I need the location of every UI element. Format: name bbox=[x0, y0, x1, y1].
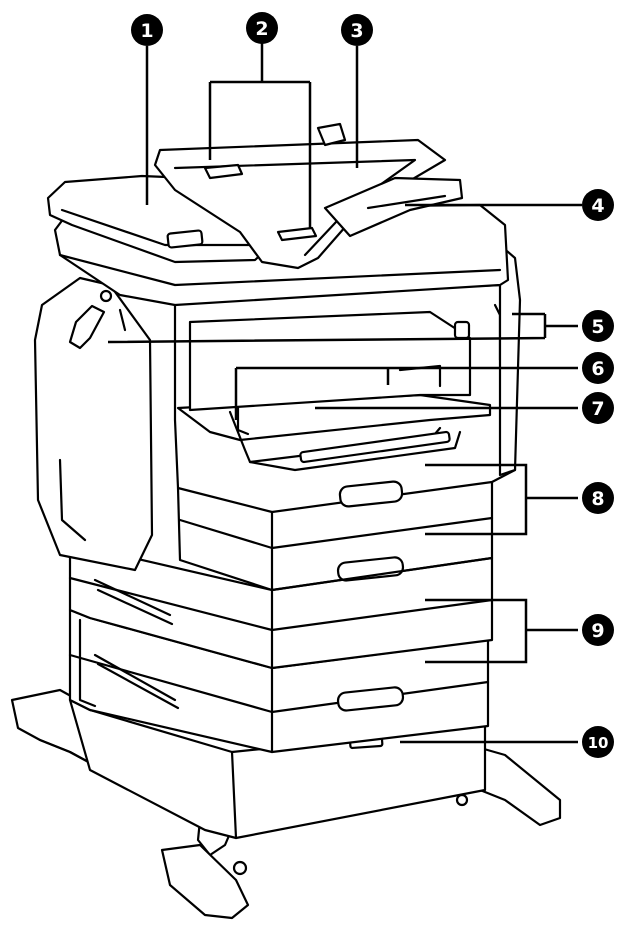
adf-output-tray bbox=[323, 176, 464, 238]
callout-5-label: 5 bbox=[591, 316, 604, 338]
callout-3: 3 bbox=[341, 14, 373, 46]
leader-5 bbox=[107, 312, 578, 344]
right-panel bbox=[498, 243, 522, 477]
callout-1-label: 1 bbox=[140, 20, 153, 42]
callout-2: 2 bbox=[246, 12, 278, 44]
callout-4-label: 4 bbox=[591, 195, 604, 217]
main-body bbox=[173, 283, 517, 592]
callout-4: 4 bbox=[582, 189, 614, 221]
callout-9: 9 bbox=[582, 614, 614, 646]
callout-8-label: 8 bbox=[591, 488, 604, 510]
leader-8 bbox=[425, 463, 578, 536]
callout-5: 5 bbox=[582, 310, 614, 342]
callout-6-label: 6 bbox=[591, 358, 604, 380]
callout-8: 8 bbox=[582, 482, 614, 514]
callout-7-label: 7 bbox=[591, 398, 604, 420]
callout-1: 1 bbox=[131, 14, 163, 46]
leader-lines bbox=[107, 42, 582, 744]
leader-9 bbox=[425, 598, 578, 664]
edge-guides bbox=[203, 163, 318, 242]
callout-10: 10 bbox=[582, 726, 614, 758]
printer-illustration bbox=[10, 122, 562, 920]
callout-9-label: 9 bbox=[591, 620, 604, 642]
leader-2 bbox=[208, 42, 312, 228]
callout-2-label: 2 bbox=[255, 18, 268, 40]
callout-7: 7 bbox=[582, 392, 614, 424]
callout-6: 6 bbox=[582, 352, 614, 384]
callouts: 1 2 3 4 5 6 7 8 bbox=[131, 12, 614, 758]
upper-cassettes bbox=[68, 538, 494, 670]
front-cover bbox=[33, 276, 154, 572]
callout-10-label: 10 bbox=[588, 734, 609, 752]
leader-6 bbox=[234, 366, 578, 420]
callout-3-label: 3 bbox=[350, 20, 363, 42]
